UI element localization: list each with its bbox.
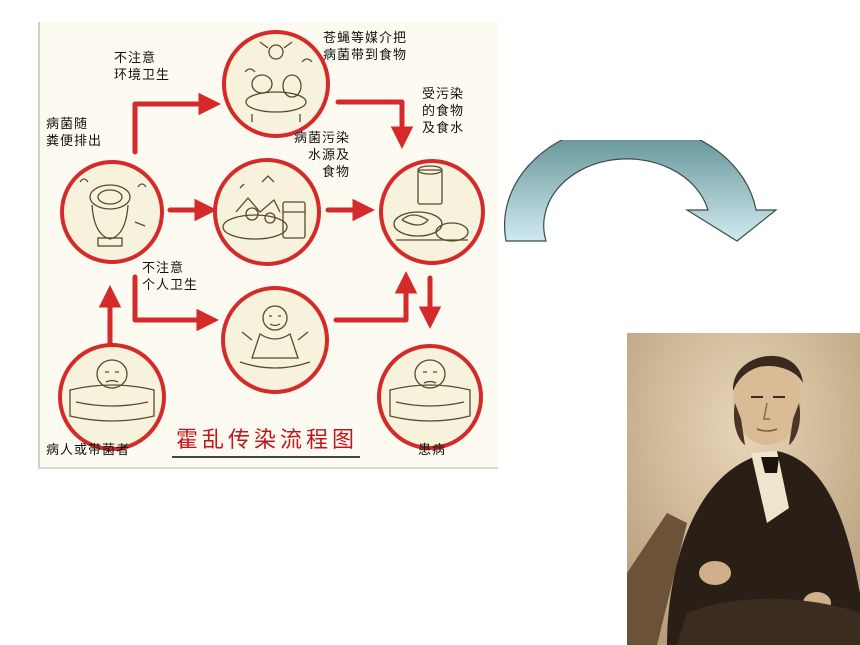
circle-patient [58,343,166,451]
label-patient-carrier: 病人或带菌者 [46,443,131,458]
arrow-toilet-to-flies [132,92,221,155]
label-env-hygiene: 不注意 环境卫生 [114,51,171,83]
label-personal-hygiene: 不注意 个人卫生 [142,261,199,293]
diagram-graphics [58,30,485,458]
personal-hygiene-drawing [239,305,311,369]
patient-drawing [69,359,155,422]
label-sick: 患病 [418,443,447,458]
circle-personal [221,286,329,394]
circle-flies [222,30,330,138]
flies-drawing [244,41,313,122]
diagram-title: 霍乱传染流程图 [176,428,359,453]
portrait-photo [627,333,860,645]
sick-person-drawing [389,359,471,422]
toilet-drawing [79,178,147,247]
circle-sick [377,344,483,450]
arrow-flies-to-food [335,99,414,149]
curved-arrow-icon [503,140,778,242]
cholera-transmission-diagram: 不注意 环境卫生 苍蝇等媒介把 病菌带到食物 病菌随 粪便排出 病菌污染 水源及… [38,22,498,469]
arrow-personal-to-food [333,271,418,323]
contaminated-food-drawing [393,165,469,242]
label-feces: 病菌随 粪便排出 [46,117,103,149]
label-contaminated-food: 受污染 的食物 及食水 [422,87,465,136]
water-food-drawing [222,175,306,240]
label-flies: 苍蝇等媒介把 病菌带到食物 [323,31,408,63]
label-water: 病菌污染 水源及 食物 [294,131,351,180]
circle-toilet [60,160,164,264]
circle-food [379,159,485,265]
arrow-toilet-to-personal [132,274,219,332]
